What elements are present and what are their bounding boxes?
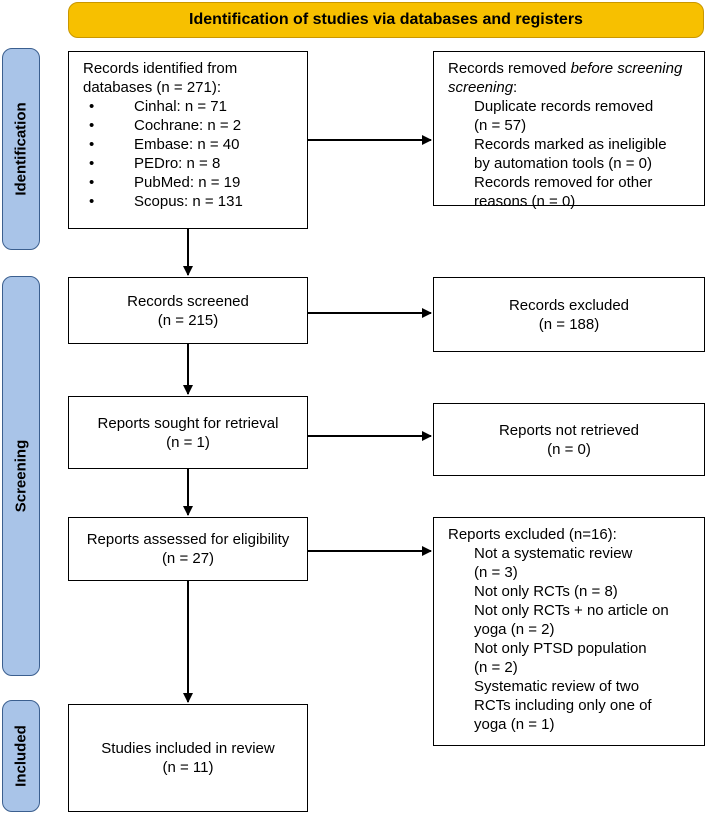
records-removed-title-end: screening: bbox=[448, 79, 518, 96]
phase-included: Included bbox=[2, 700, 40, 812]
database-list: Cinhal: n = 71 Cochrane: n = 2 Embase: n… bbox=[83, 97, 307, 211]
exclusion-reason: Not a systematic review bbox=[474, 545, 633, 562]
reports-assessed-count: (n = 27) bbox=[161, 550, 215, 567]
database-item: Cochrane: n = 2 bbox=[83, 116, 307, 135]
exclusion-reason: Not only PTSD population bbox=[474, 640, 647, 657]
exclusion-reason: yoga (n = 2) bbox=[474, 621, 555, 638]
records-identified-box: Records identified from databases (n = 2… bbox=[68, 51, 308, 229]
exclusion-reason: RCTs including only one of bbox=[474, 697, 652, 714]
reports-not-retrieved-label: Reports not retrieved bbox=[498, 421, 640, 439]
database-item: Embase: n = 40 bbox=[83, 135, 307, 154]
removed-item: Records marked as ineligible bbox=[474, 136, 667, 153]
removed-item: Records removed for other bbox=[474, 174, 653, 191]
records-excluded-box: Records excluded (n = 188) bbox=[433, 277, 705, 352]
exclusion-reason: (n = 3) bbox=[474, 564, 518, 581]
reports-sought-count: (n = 1) bbox=[166, 433, 210, 451]
database-item: PEDro: n = 8 bbox=[83, 154, 307, 173]
reports-not-retrieved-count: (n = 0) bbox=[547, 440, 591, 458]
exclusion-reason: Not only RCTs (n = 8) bbox=[474, 583, 618, 600]
studies-included-box: Studies included in review (n = 11) bbox=[68, 704, 308, 812]
records-identified-line1: Records identified from bbox=[83, 60, 238, 77]
removed-item: by automation tools (n = 0) bbox=[474, 155, 653, 172]
reports-sought-box: Reports sought for retrieval (n = 1) bbox=[68, 396, 308, 469]
phase-identification: Identification bbox=[2, 48, 40, 250]
database-item: PubMed: n = 19 bbox=[83, 173, 307, 192]
reports-excluded-box: Reports excluded (n=16): Not a systemati… bbox=[433, 517, 705, 746]
records-removed-box: Records removed before screening screeni… bbox=[433, 51, 705, 210]
records-excluded-count: (n = 188) bbox=[538, 315, 600, 333]
exclusion-reason: Systematic review of two bbox=[474, 678, 640, 695]
reports-not-retrieved-box: Reports not retrieved (n = 0) bbox=[433, 403, 705, 476]
reports-excluded-title: Reports excluded (n=16): bbox=[448, 526, 617, 543]
banner-title: Identification of studies via databases … bbox=[189, 11, 583, 28]
records-screened-count: (n = 215) bbox=[157, 311, 219, 329]
exclusion-reason: Not only RCTs + no article on bbox=[474, 602, 669, 619]
records-screened-box: Records screened (n = 215) bbox=[68, 277, 308, 344]
records-identified-line2: databases (n = 271): bbox=[83, 79, 222, 96]
removed-item: Duplicate records removed bbox=[474, 98, 654, 115]
reports-assessed-box: Reports assessed for eligibility (n = 27… bbox=[68, 517, 308, 581]
header-banner: Identification of studies via databases … bbox=[68, 2, 704, 38]
reports-assessed-label: Reports assessed for eligibility bbox=[86, 531, 290, 548]
records-excluded-label: Records excluded bbox=[508, 296, 630, 314]
records-removed-title: Records removed before screening bbox=[448, 60, 683, 77]
studies-included-count: (n = 11) bbox=[162, 759, 214, 776]
studies-included-label: Studies included in review bbox=[101, 740, 275, 757]
database-item: Cinhal: n = 71 bbox=[83, 97, 307, 116]
exclusion-reason: yoga (n = 1) bbox=[474, 716, 555, 733]
removed-item: reasons (n = 0) bbox=[474, 193, 576, 210]
records-screened-label: Records screened bbox=[127, 292, 249, 310]
database-item: Scopus: n = 131 bbox=[83, 192, 307, 211]
phase-screening: Screening bbox=[2, 276, 40, 676]
removed-item: (n = 57) bbox=[474, 117, 527, 134]
reports-sought-label: Reports sought for retrieval bbox=[97, 414, 279, 432]
exclusion-reason: (n = 2) bbox=[474, 659, 518, 676]
